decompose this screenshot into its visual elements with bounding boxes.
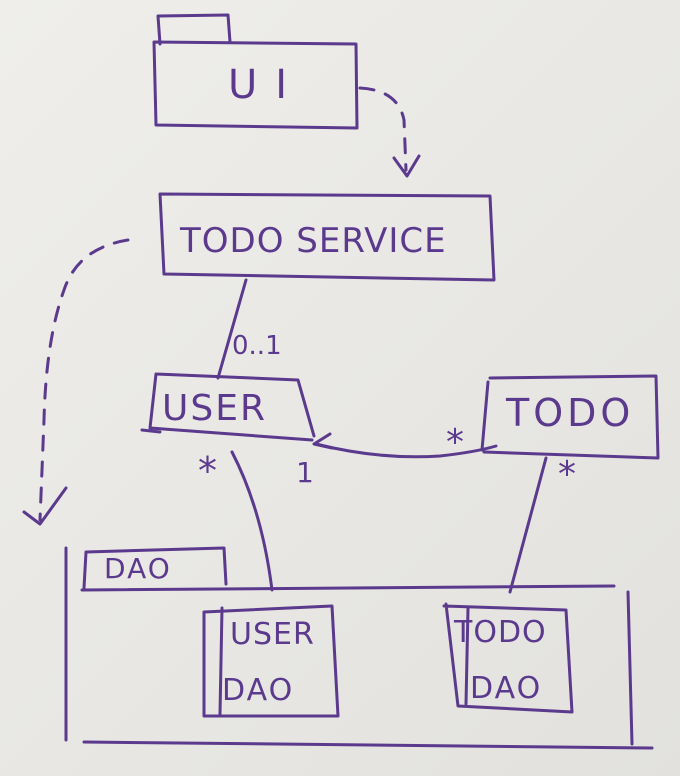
multiplicity-service-user: 0..1 bbox=[232, 331, 282, 361]
todo-label: TODO bbox=[505, 391, 634, 435]
ui-to-service-dependency bbox=[358, 86, 408, 172]
user-dao-label-line1: USER bbox=[230, 617, 315, 652]
todo-dao-box bbox=[442, 602, 574, 714]
user-dao-box bbox=[202, 604, 340, 718]
user-class: USER bbox=[140, 372, 316, 442]
user-box bbox=[148, 372, 316, 442]
user-label: USER bbox=[162, 388, 267, 429]
service-to-dao-dependency bbox=[38, 238, 130, 522]
user-dao-class: USER DAO bbox=[202, 604, 340, 718]
todo-dao-label-line1: TODO bbox=[453, 615, 547, 650]
todo-box bbox=[482, 374, 660, 460]
user-todo-arrow-tip bbox=[312, 432, 334, 450]
dao-package-tab bbox=[82, 546, 228, 590]
ui-package: UI bbox=[152, 13, 359, 130]
todo-service-class: TODO SERVICE bbox=[158, 192, 496, 282]
ui-label: UI bbox=[228, 62, 305, 108]
todo-dao-class: TODO DAO bbox=[442, 602, 574, 714]
ui-package-tab bbox=[156, 13, 232, 46]
todo-class: TODO bbox=[480, 374, 660, 460]
dao-label: DAO bbox=[104, 552, 172, 585]
user-box-bottom-left bbox=[140, 428, 162, 434]
service-to-dao-arrowhead bbox=[22, 486, 68, 526]
todo-service-label: TODO SERVICE bbox=[179, 221, 447, 261]
service-user-association bbox=[216, 278, 248, 380]
user-todo-association bbox=[314, 442, 498, 459]
user-dao-association bbox=[230, 450, 274, 592]
ui-to-service-arrowhead bbox=[392, 154, 421, 178]
multiplicity-user-todo-user-side: 1 bbox=[296, 456, 314, 489]
multiplicity-todo-dao: * bbox=[558, 454, 576, 495]
multiplicity-user-todo-todo-side: * bbox=[446, 422, 464, 463]
multiplicity-user-dao: * bbox=[198, 449, 217, 493]
ui-package-body bbox=[152, 40, 359, 130]
todo-service-box bbox=[158, 192, 496, 282]
user-dao-label-line2: DAO bbox=[222, 673, 294, 708]
dao-package-body bbox=[64, 546, 654, 750]
todo-dao-label-line2: DAO bbox=[470, 671, 542, 706]
dao-package: DAO USER DAO TODO DAO bbox=[64, 546, 654, 750]
todo-dao-association bbox=[508, 456, 548, 594]
todo-box-left-edge bbox=[480, 380, 490, 452]
